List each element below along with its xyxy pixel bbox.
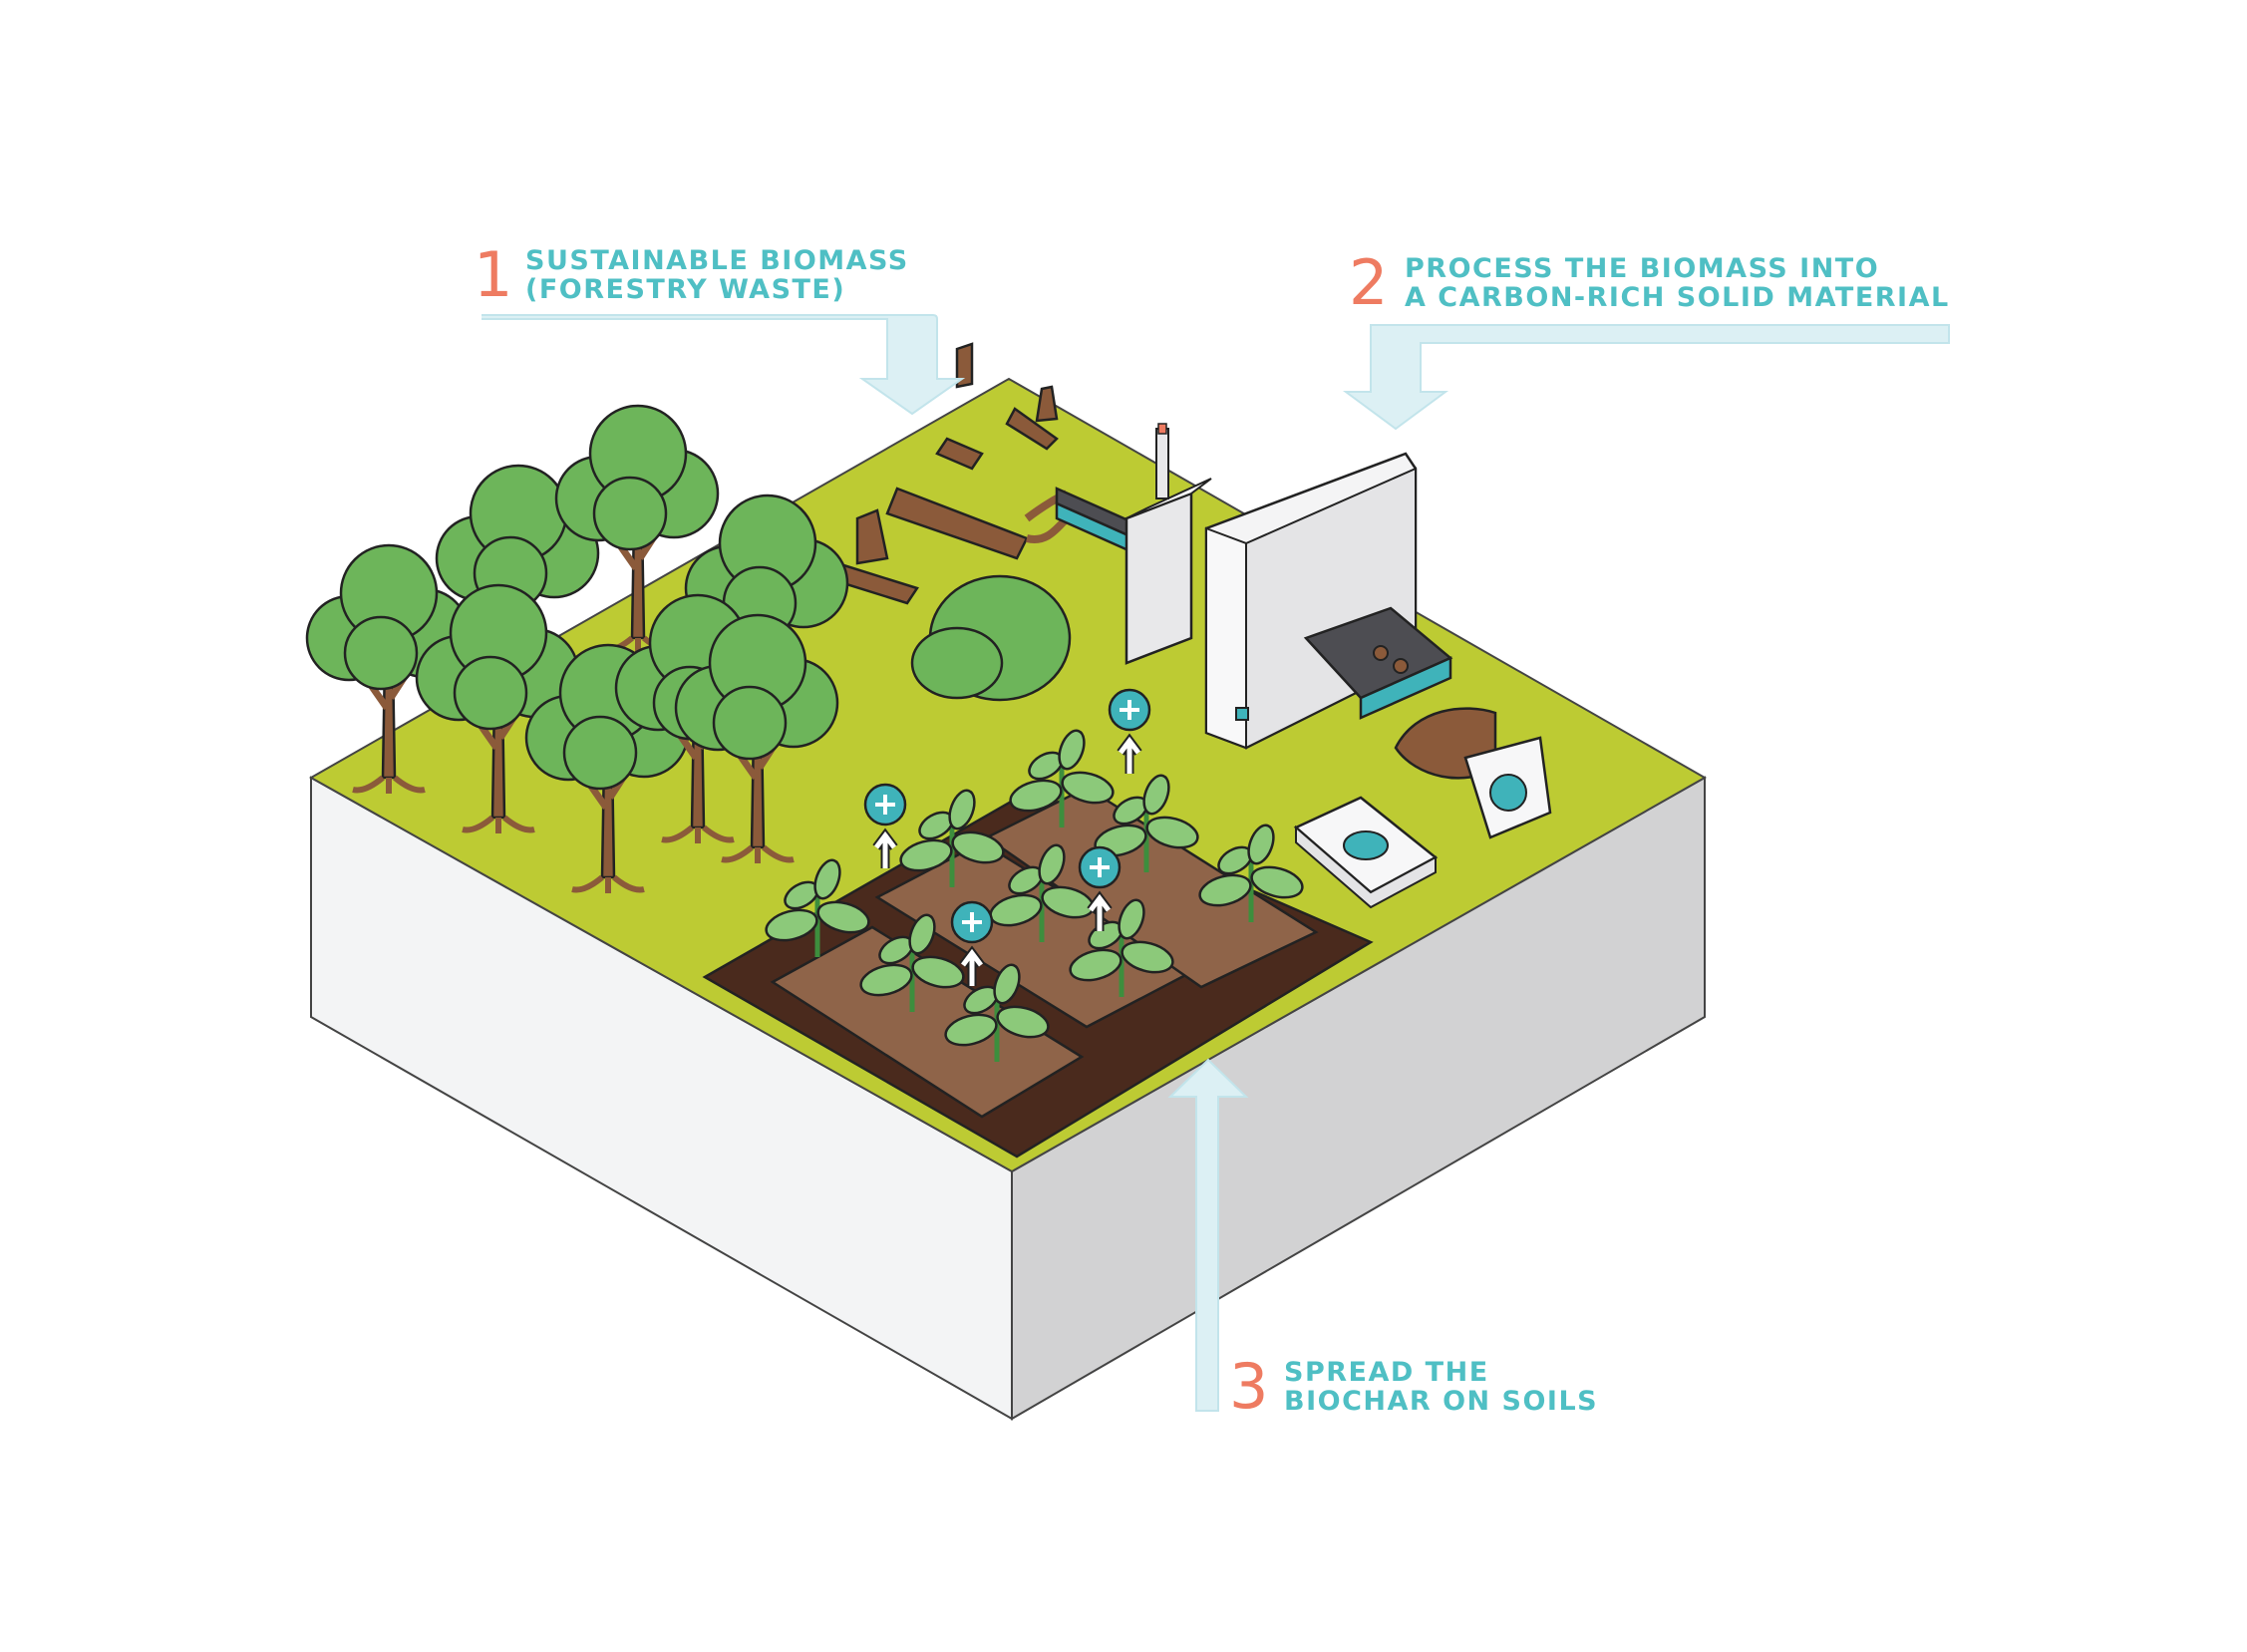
crop-field: [702, 727, 1374, 1158]
forestry-waste: [825, 342, 1072, 702]
step-3-number: 3: [1229, 1350, 1269, 1423]
arrow-step-1: [482, 314, 966, 416]
step-3-line-1: SPREAD THE: [1284, 1357, 1489, 1388]
step-1-line-1: SUSTAINABLE BIOMASS: [525, 245, 909, 276]
step-1-number: 1: [474, 238, 513, 311]
step-2-line-1: PROCESS THE BIOMASS INTO: [1405, 253, 1880, 284]
biochar-bags: [1293, 707, 1552, 909]
step-3-text: SPREAD THE BIOCHAR ON SOILS: [1284, 1358, 1598, 1416]
callout-arrows: [482, 314, 1950, 1412]
arrow-step-2: [1342, 324, 1950, 431]
step-3-line-2: BIOCHAR ON SOILS: [1284, 1386, 1599, 1417]
arrow-step-3: [1167, 1058, 1249, 1412]
step-2-number: 2: [1349, 246, 1389, 319]
step-1-text: SUSTAINABLE BIOMASS (FORESTRY WASTE): [525, 246, 909, 304]
control-tower: [1124, 492, 1193, 665]
step-2-text: PROCESS THE BIOMASS INTO A CARBON-RICH S…: [1405, 254, 1950, 312]
soil-row: [770, 925, 1085, 1119]
step-2-line-2: A CARBON-RICH SOLID MATERIAL: [1405, 282, 1950, 313]
step-1-line-2: (FORESTRY WASTE): [525, 274, 846, 305]
biochar-processing-machine: [1055, 423, 1453, 750]
